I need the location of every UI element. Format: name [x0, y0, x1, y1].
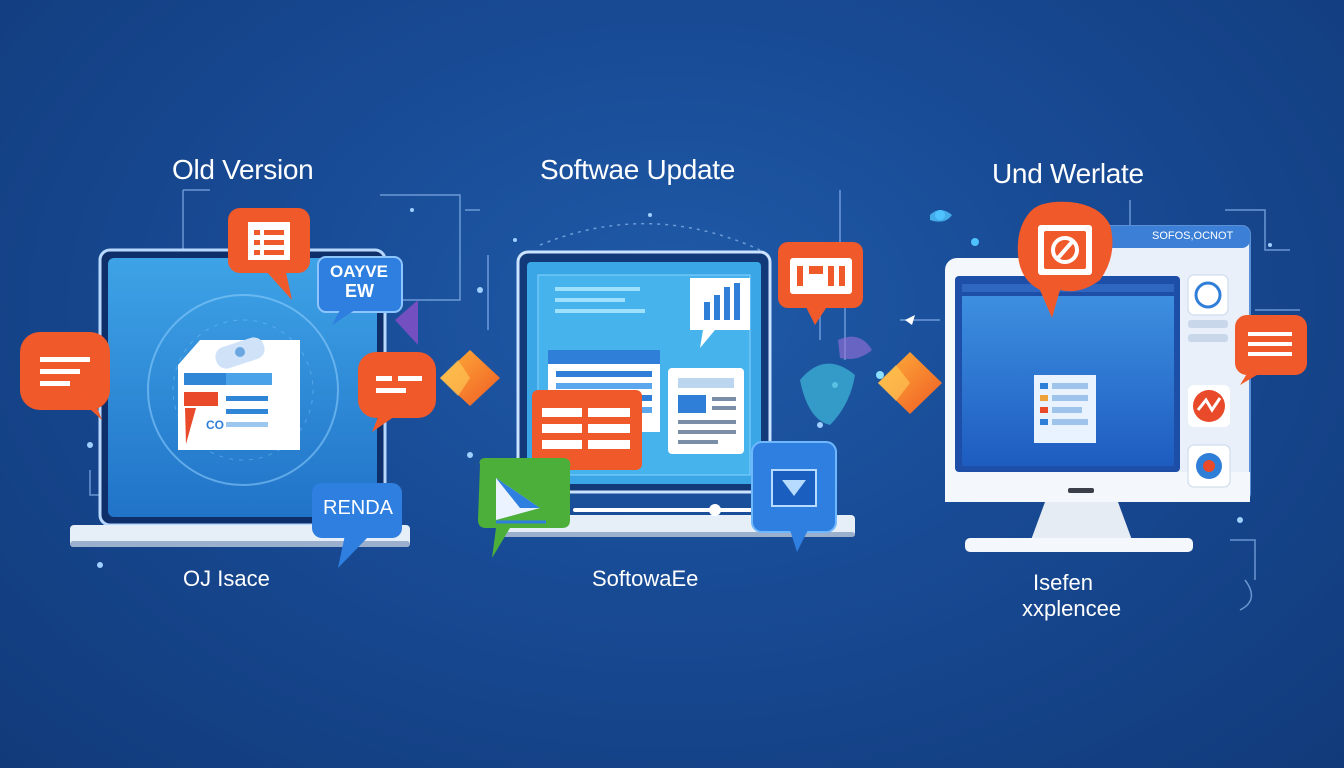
old-version-caption: OJ Isace	[183, 566, 270, 591]
software-update-heading: Softwae Update	[540, 154, 736, 185]
window-title: SOFOS,OCNOT	[1152, 230, 1234, 242]
chart-icon	[690, 278, 750, 348]
teal-blob	[800, 363, 855, 425]
play-icon	[478, 458, 571, 558]
badge-bubble	[317, 256, 403, 325]
arrow-right-icon-1	[440, 350, 500, 406]
speech-bubble-icon-3	[358, 352, 436, 432]
download-icon	[751, 441, 837, 552]
speech-bubble-icon-6	[1235, 315, 1307, 385]
new-version-caption-line2: xxplencee	[1022, 596, 1122, 621]
new-version-heading: Und Werlate	[992, 158, 1144, 189]
speech-bubble-icon-2	[20, 332, 110, 420]
document-icon	[668, 368, 744, 454]
software-update-caption: SoftowaEe	[592, 566, 699, 591]
gear-icon	[1017, 201, 1113, 318]
arrow-right-icon-2	[878, 352, 942, 414]
old-version-heading: Old Version	[172, 154, 314, 185]
speech-bubble-icon-1	[228, 208, 310, 300]
badge-text-top: OAYVE	[330, 262, 388, 281]
old-document-card	[178, 337, 300, 450]
speech-bubble-icon-5	[778, 242, 863, 325]
label-bubble	[312, 483, 402, 568]
badge-text-bottom: EW	[345, 281, 374, 301]
document-card-label: CO	[206, 418, 224, 432]
label-bubble-text: RENDA	[323, 497, 394, 519]
new-version-caption-line1: Isefen	[1033, 570, 1093, 595]
new-monitor	[945, 225, 1251, 552]
purple-shape	[395, 300, 418, 345]
cursor-mark	[905, 315, 915, 325]
violet-blob	[838, 336, 872, 359]
